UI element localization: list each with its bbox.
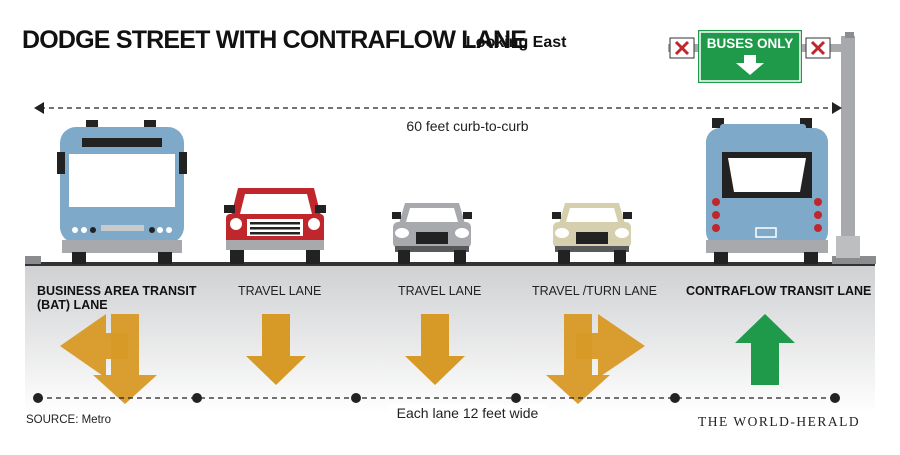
lane-label-line: BUSINESS AREA TRANSIT xyxy=(37,284,197,298)
page-title: DODGE STREET WITH CONTRAFLOW LANE xyxy=(22,26,527,54)
lane-dimension-label-wrap: Each lane 12 feet wide xyxy=(0,405,900,421)
lane-closed-x-icon xyxy=(669,37,695,59)
publisher-credit: THE WORLD-HERALD xyxy=(698,414,861,429)
width-dimension-label: 60 feet curb-to-curb xyxy=(400,118,535,134)
lane-label-travel-2: TRAVEL LANE xyxy=(398,284,482,298)
travel-lane-2-arrow-down-icon xyxy=(405,314,465,385)
left-curb xyxy=(25,256,41,264)
bat-lane-arrows xyxy=(60,314,157,404)
lane-dimension-label: Each lane 12 feet wide xyxy=(388,405,547,421)
lane-dimension-line xyxy=(33,393,840,403)
page-subtitle: Looking East xyxy=(466,34,567,51)
travel-lane-1-arrow-down-icon xyxy=(246,314,306,385)
right-curb xyxy=(832,256,876,264)
arrow-down-icon xyxy=(736,55,764,75)
gray-car xyxy=(392,203,472,264)
sign-label: BUSES ONLY xyxy=(706,36,794,51)
lane-label-bat: BUSINESS AREA TRANSIT (BAT) LANE xyxy=(37,284,197,312)
lane-label-turn: TRAVEL /TURN LANE xyxy=(532,284,658,298)
lane-label-contraflow: CONTRAFLOW TRANSIT LANE xyxy=(686,284,872,298)
road-surface xyxy=(25,264,875,414)
source-note: SOURCE: Metro xyxy=(26,414,111,426)
red-car xyxy=(224,188,326,264)
bus-front xyxy=(57,120,187,264)
lane-closed-x-icon xyxy=(805,37,831,59)
width-dimension-label-wrap: 60 feet curb-to-curb xyxy=(0,118,900,134)
buses-only-sign xyxy=(669,30,831,83)
arrow-right-icon xyxy=(576,314,645,378)
road-line xyxy=(25,262,875,266)
arrow-down-icon xyxy=(93,314,157,404)
lane-label-travel-1: TRAVEL LANE xyxy=(238,284,322,298)
turn-lane-arrows xyxy=(546,314,645,404)
contraflow-arrow-up-icon xyxy=(735,314,795,385)
bus-rear xyxy=(706,118,828,264)
width-dimension-line xyxy=(34,102,842,114)
arrow-left-icon xyxy=(60,314,128,378)
lane-label-line: (BAT) LANE xyxy=(37,298,108,312)
tan-car xyxy=(552,203,632,264)
